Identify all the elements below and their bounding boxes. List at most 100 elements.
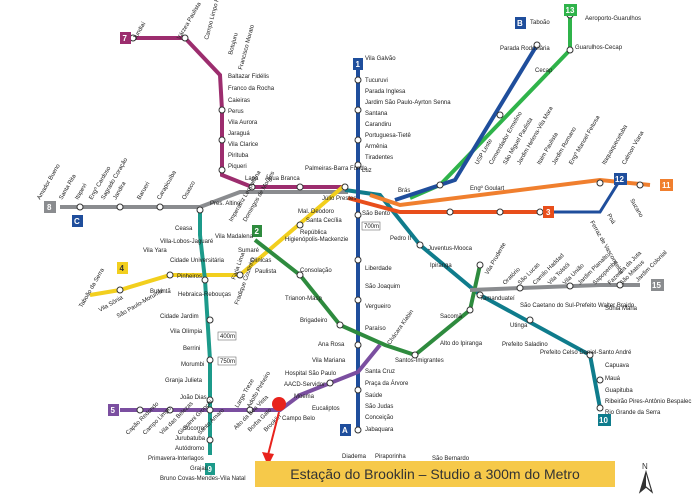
label-santo-andre: Prefeito Celso Daniel-Santo André xyxy=(540,350,632,356)
label-juventus: Juventus-Mooca xyxy=(428,246,473,252)
label-trianon: Trianon-Masp xyxy=(285,296,322,302)
brooklin-arrow xyxy=(267,411,280,456)
svg-text:2: 2 xyxy=(255,227,260,236)
label-liberdade: Liberdade xyxy=(365,266,392,272)
caption-banner: Estação do Brooklin – Studio a 300m do M… xyxy=(255,461,615,487)
walk-tags: 400m 750m 700m xyxy=(217,221,381,366)
label-vila-olimpia: Vila Olímpia xyxy=(170,329,203,335)
label-perus: Perus xyxy=(228,109,244,115)
label-republica: República xyxy=(300,230,327,236)
brooklin-marker[interactable] xyxy=(272,397,286,411)
line-3-red xyxy=(347,196,540,214)
label-santa-cecilia: Santa Cecília xyxy=(306,218,342,224)
label-baltazar: Baltazar Fidélis xyxy=(228,74,269,80)
label-eucaliptos: Eucaliptos xyxy=(312,406,340,412)
line-2-badge xyxy=(252,225,262,237)
label-pres-altino: Pres. Altino xyxy=(210,201,241,207)
label-hospital: Hospital São Paulo xyxy=(285,371,337,377)
walk-400m: 400m xyxy=(220,334,235,340)
line-c-badge xyxy=(72,215,83,227)
label-julio-prestes: Júlio Prestes xyxy=(322,196,356,202)
compass-letter: N xyxy=(642,462,648,471)
label-tucuruvi: Tucuruvi xyxy=(365,78,388,84)
label-cidade-univ: Cidade Universitária xyxy=(170,258,225,264)
walk-700m: 700m xyxy=(364,224,379,230)
line-4-badge xyxy=(117,262,128,274)
label-francisco-morato: Francisco Morato xyxy=(238,24,256,71)
label-parada-inglesa: Parada Inglesa xyxy=(365,89,406,95)
label-aeroporto: Aeroporto-Guarulhos xyxy=(585,16,641,22)
label-itapevi: Itapevi xyxy=(75,183,89,201)
label-paraiso: Paraíso xyxy=(365,326,386,332)
label-eng-goulart: Engº Goulart xyxy=(470,185,505,192)
label-mendes: Bruno Covas-Mendes-Vila Natal xyxy=(160,476,246,482)
label-vila-aurora: Vila Aurora xyxy=(228,120,258,126)
svg-text:3: 3 xyxy=(546,208,551,217)
label-vila-yara: Vila Yara xyxy=(143,248,167,254)
label-varzea: Várzea Paulista xyxy=(177,1,204,41)
label-conceicao: Conceição xyxy=(365,415,394,421)
label-carandiru: Carandiru xyxy=(365,122,391,128)
label-ribeirao: Ribeirão Pires-Antônio Bespalec xyxy=(605,399,691,405)
line-13-badge xyxy=(564,4,577,16)
line-1-badge xyxy=(353,58,363,70)
svg-text:C: C xyxy=(74,217,80,226)
label-manoel-feitosa: Engº Manoel Feitosa xyxy=(568,114,602,166)
label-caieiras: Caieiras xyxy=(228,98,250,104)
label-vila-clarice: Vila Clarice xyxy=(228,142,259,148)
line-11-badge xyxy=(660,179,673,191)
label-maua: Mauá xyxy=(605,376,621,382)
label-jardim-sp: Jardim São Paulo-Ayrton Senna xyxy=(365,100,451,106)
line-7-badge xyxy=(120,32,131,44)
svg-text:7: 7 xyxy=(123,34,128,43)
label-brigadeiro: Brigadeiro xyxy=(300,318,328,324)
label-saude: Saúde xyxy=(365,393,383,399)
label-praca-arvore: Praça da Árvore xyxy=(365,380,409,387)
label-franco-rocha: Franco da Rocha xyxy=(228,86,275,92)
label-sumare: Sumaré xyxy=(238,248,260,254)
label-berrini: Berrini xyxy=(183,346,200,352)
line-10-turquoise xyxy=(344,188,602,409)
line-12-badge xyxy=(614,173,627,185)
label-santana: Santana xyxy=(365,111,388,117)
label-sonia-maria: Sônia Maria xyxy=(605,306,638,312)
label-ipiranga: Ipiranga xyxy=(430,263,452,269)
label-tiradentes: Tiradentes xyxy=(365,155,393,161)
walk-750m: 750m xyxy=(220,359,235,365)
line-12-sapphire xyxy=(394,43,539,202)
label-capuava: Capuava xyxy=(605,363,630,369)
svg-text:4: 4 xyxy=(120,264,125,273)
line-9-badge xyxy=(205,463,215,475)
label-jaragua: Jaraguá xyxy=(228,131,250,137)
label-carapicuiba: Carapicuíba xyxy=(157,169,179,201)
label-vila-prudente: Vila Prudente xyxy=(485,241,508,276)
line-13-jade xyxy=(409,15,572,200)
svg-text:10: 10 xyxy=(599,416,608,425)
label-taboao-serra: Taboão da Serra xyxy=(79,267,107,309)
label-parada-rodoviaria: Parada Rodoviária xyxy=(500,46,550,52)
label-bras: Brás xyxy=(398,188,410,194)
label-ana-rosa: Ana Rosa xyxy=(318,342,345,348)
label-hebraica: Hebraica-Rebouças xyxy=(178,292,231,298)
brooklin-arrowhead xyxy=(262,452,274,466)
label-portuguesa: Portuguesa-Tietê xyxy=(365,133,411,139)
label-santa-cruz: Santa Cruz xyxy=(365,369,395,375)
line-15-badge xyxy=(651,279,664,291)
label-sp-morumbi: São Paulo-Morumbi xyxy=(116,288,165,320)
compass-icon: N xyxy=(638,462,654,494)
svg-text:9: 9 xyxy=(208,465,213,474)
label-socorro: Socorro xyxy=(183,426,205,432)
label-campo-limpo-paulista: Campo Limpo Paulista xyxy=(204,0,226,41)
label-piqueri: Piqueri xyxy=(228,164,247,170)
label-consolacao: Consolação xyxy=(300,268,332,274)
label-palmeiras: Palmeiras-Barra Funda xyxy=(305,166,368,172)
line-10-badge xyxy=(598,414,611,426)
label-morumbi: Morumbi xyxy=(181,362,204,368)
label-vila-galvao: Vila Galvão xyxy=(365,56,396,62)
label-higienopolis: Higienópolis-Mackenzie xyxy=(285,237,349,243)
label-aacd: AACD-Servidor xyxy=(284,382,325,388)
label-guapituba: Guapituba xyxy=(605,388,633,394)
label-vergueiro: Vergueiro xyxy=(365,304,391,310)
label-butanta: Butantã xyxy=(150,289,171,295)
label-tamanduatei: Tamanduateí xyxy=(480,296,515,302)
